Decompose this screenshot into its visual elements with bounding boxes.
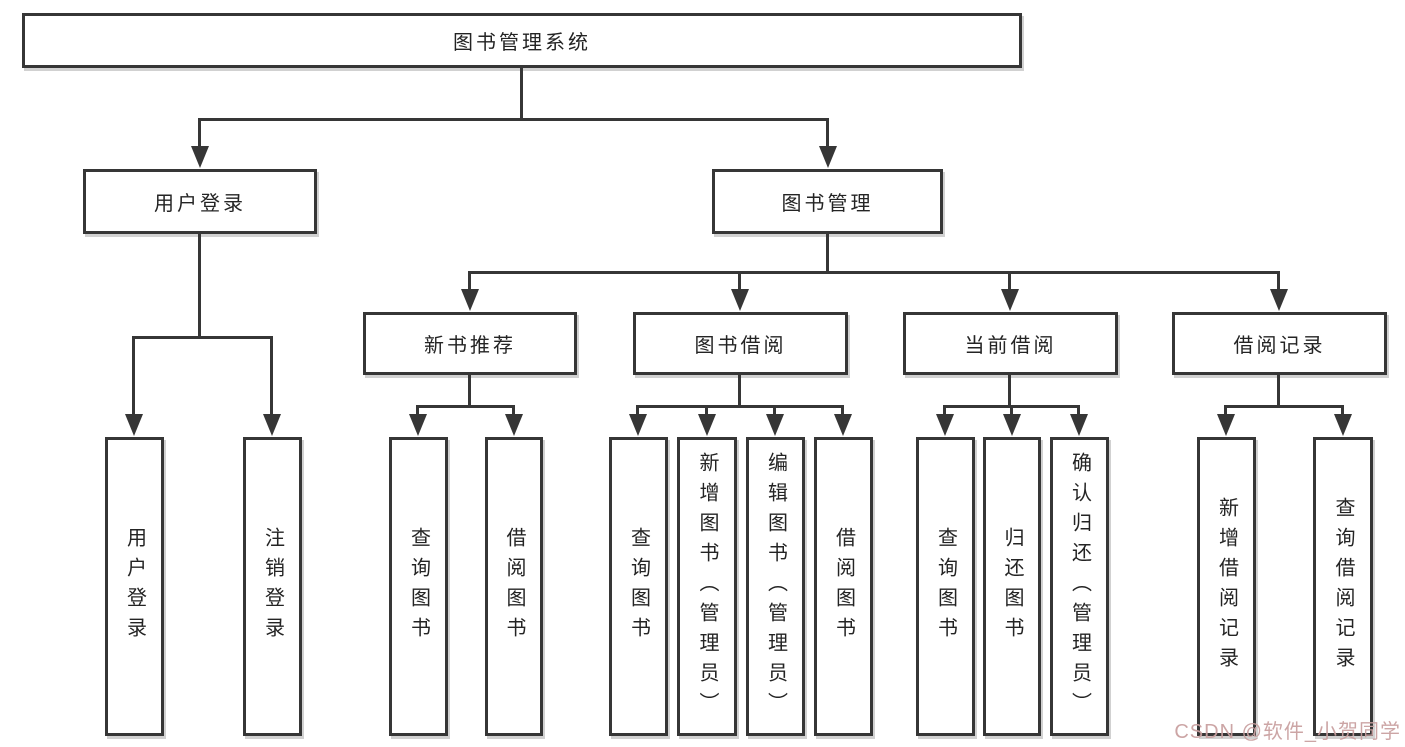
leaf-query-books-borrow-label: 查询图书 (627, 526, 650, 647)
connector-line (773, 405, 776, 417)
leaf-query-books-newbook-label: 查询图书 (407, 526, 430, 647)
leaf-add-book-admin-label: 新增图书（管理员） (696, 451, 718, 722)
connector-line (1224, 405, 1344, 408)
connector-line (132, 336, 273, 339)
arrow-down-icon (766, 414, 784, 436)
connector-line (841, 405, 844, 417)
arrow-down-icon (731, 289, 749, 311)
connector-line (1277, 375, 1280, 407)
leaf-edit-book-admin: 编辑图书（管理员） (746, 437, 805, 736)
arrow-down-icon (191, 146, 209, 168)
csdn-watermark: CSDN @软件_小贺同学 (1174, 721, 1401, 743)
arrow-down-icon (819, 146, 837, 168)
connector-line (826, 118, 829, 148)
node-borrow-record: 借阅记录 (1172, 312, 1387, 375)
arrow-down-icon (125, 414, 143, 436)
leaf-borrow-books-borrow: 借阅图书 (814, 437, 873, 736)
arrow-down-icon (834, 414, 852, 436)
connector-line (270, 336, 273, 416)
leaf-query-borrow-record-label: 查询借阅记录 (1332, 496, 1354, 677)
connector-line (198, 118, 829, 121)
leaf-return-books-label: 归还图书 (1001, 526, 1023, 647)
arrow-down-icon (629, 414, 647, 436)
leaf-return-books: 归还图书 (983, 437, 1041, 736)
connector-line (1341, 405, 1344, 417)
connector-line (826, 234, 829, 273)
leaf-query-borrow-record: 查询借阅记录 (1313, 437, 1373, 736)
arrow-down-icon (1070, 414, 1088, 436)
node-borrow-record-label: 借阅记录 (1233, 335, 1326, 357)
node-current-borrow-label: 当前借阅 (964, 335, 1057, 357)
leaf-confirm-return-admin: 确认归还（管理员） (1050, 437, 1109, 736)
connector-line (943, 405, 946, 417)
connector-line (1277, 271, 1280, 291)
node-user-login: 用户登录 (83, 169, 317, 234)
node-new-book-recommend: 新书推荐 (363, 312, 577, 375)
arrow-down-icon (461, 289, 479, 311)
leaf-confirm-return-admin-label: 确认归还（管理员） (1068, 451, 1091, 722)
connector-line (198, 118, 201, 148)
arrow-down-icon (409, 414, 427, 436)
leaf-edit-book-admin-label: 编辑图书（管理员） (764, 451, 787, 722)
leaf-user-login-label: 用户登录 (123, 526, 146, 647)
connector-line (132, 336, 135, 416)
connector-line (416, 405, 515, 408)
connector-line (468, 271, 471, 291)
connector-line (512, 405, 515, 417)
arrow-down-icon (1270, 289, 1288, 311)
connector-line (1008, 271, 1011, 291)
leaf-add-borrow-record-label: 新增借阅记录 (1215, 496, 1238, 677)
leaf-add-book-admin: 新增图书（管理员） (677, 437, 737, 736)
leaf-query-books-current: 查询图书 (916, 437, 975, 736)
node-book-borrow: 图书借阅 (633, 312, 848, 375)
arrow-down-icon (1001, 289, 1019, 311)
leaf-query-books-newbook: 查询图书 (389, 437, 448, 736)
leaf-query-books-current-label: 查询图书 (934, 526, 957, 647)
node-root: 图书管理系统 (22, 13, 1022, 68)
leaf-user-login: 用户登录 (105, 437, 164, 736)
connector-line (738, 375, 741, 407)
connector-line (1010, 405, 1013, 417)
node-book-management: 图书管理 (712, 169, 943, 234)
connector-line (705, 405, 708, 417)
connector-line (636, 405, 844, 408)
leaf-query-books-borrow: 查询图书 (609, 437, 668, 736)
arrow-down-icon (263, 414, 281, 436)
arrow-down-icon (698, 414, 716, 436)
node-root-label: 图书管理系统 (453, 32, 591, 54)
connector-line (198, 234, 201, 338)
connector-line (738, 271, 741, 291)
connector-line (1224, 405, 1227, 417)
arrow-down-icon (1334, 414, 1352, 436)
connector-line (416, 405, 419, 417)
leaf-borrow-books-borrow-label: 借阅图书 (832, 526, 855, 647)
node-book-borrow-label: 图书借阅 (694, 335, 787, 357)
arrow-down-icon (1003, 414, 1021, 436)
arrow-down-icon (505, 414, 523, 436)
arrow-down-icon (1217, 414, 1235, 436)
leaf-logout-label: 注销登录 (261, 526, 284, 647)
node-new-book-recommend-label: 新书推荐 (424, 335, 516, 357)
connector-line (468, 271, 1280, 274)
connector-line (1077, 405, 1080, 417)
node-current-borrow: 当前借阅 (903, 312, 1118, 375)
node-book-management-label: 图书管理 (781, 193, 874, 215)
connector-line (1008, 375, 1011, 407)
leaf-logout: 注销登录 (243, 437, 302, 736)
connector-line (520, 68, 523, 121)
connector-line (468, 375, 471, 407)
connector-line (636, 405, 639, 417)
leaf-add-borrow-record: 新增借阅记录 (1197, 437, 1256, 736)
node-user-login-label: 用户登录 (154, 193, 246, 215)
leaf-borrow-books-newbook-label: 借阅图书 (503, 526, 525, 647)
leaf-borrow-books-newbook: 借阅图书 (485, 437, 543, 736)
arrow-down-icon (936, 414, 954, 436)
